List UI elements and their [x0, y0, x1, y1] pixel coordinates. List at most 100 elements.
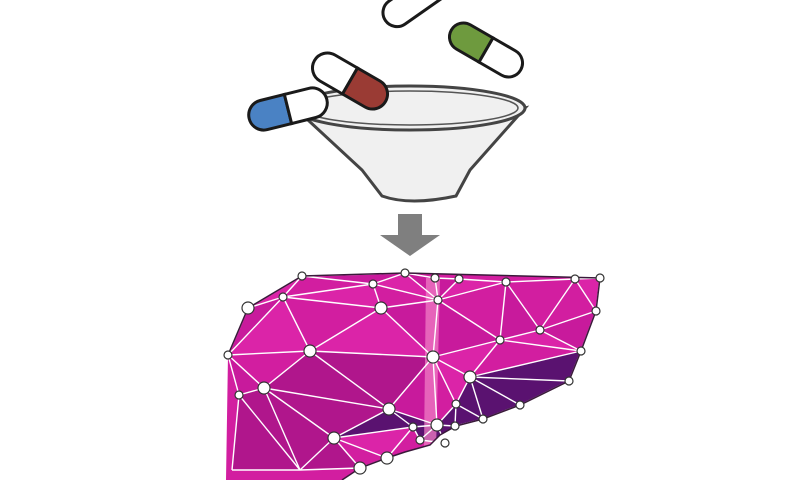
liver-mesh-node: [278, 292, 288, 302]
liver-facet: [435, 278, 459, 300]
liver-facet: [310, 308, 433, 357]
liver-mesh-edge: [499, 281, 507, 341]
liver-facet: [438, 279, 506, 300]
liver-mesh-edge: [432, 356, 457, 405]
liver-facet: [470, 377, 569, 405]
liver-mesh-edge: [372, 273, 406, 285]
capsule-red: [310, 51, 390, 111]
liver-facet: [239, 388, 300, 470]
capsule-blue: [247, 86, 329, 132]
liver-facet: [500, 282, 540, 340]
liver-facet: [264, 388, 389, 438]
liver-facet: [264, 351, 389, 409]
liver-mesh-node: [257, 381, 271, 395]
liver-facet: [540, 311, 596, 351]
liver-mesh-edge: [469, 376, 484, 420]
liver-mesh-node: [223, 350, 233, 360]
liver-mesh-node: [495, 335, 505, 345]
liver-mesh-edge: [499, 329, 541, 341]
liver-mesh-edge: [574, 278, 597, 312]
liver-mesh-edge: [539, 310, 597, 331]
liver-mesh-node: [515, 400, 525, 410]
liver-mesh-edge: [432, 299, 439, 358]
liver-mesh-edge: [380, 299, 439, 309]
liver-mesh-edge: [539, 329, 582, 352]
liver-mesh-edge: [301, 275, 374, 285]
liver-mesh-node: [374, 301, 388, 315]
liver-facet: [310, 351, 433, 409]
liver-mesh-node: [297, 271, 307, 281]
liver-mesh-edge: [231, 394, 240, 471]
liver-mesh-edge: [372, 283, 439, 301]
liver-mesh-node: [327, 431, 341, 445]
liver-mesh-edge: [505, 281, 541, 331]
liver-mesh-node: [353, 461, 367, 475]
liver-mesh-edge: [333, 408, 390, 439]
liver-mesh-edge: [432, 356, 471, 378]
capsule-top-partial: [381, 0, 449, 29]
down-arrow-icon: [380, 214, 440, 256]
liver-mesh-node: [430, 273, 440, 283]
liver-facet: [283, 297, 381, 351]
liver-facet: [433, 357, 456, 425]
liver-mesh-edge: [309, 350, 434, 358]
liver-mesh-node: [241, 301, 255, 315]
liver-mesh-node: [450, 421, 460, 431]
liver-mesh-node: [478, 414, 488, 424]
liver-facet: [470, 351, 581, 381]
liver-mesh-node: [433, 295, 443, 305]
liver-mesh-edge: [263, 350, 311, 389]
liver-mesh-edge: [309, 350, 390, 410]
liver-mesh-node: [576, 346, 586, 356]
liver-facet: [575, 278, 600, 311]
liver-facet: [470, 340, 581, 377]
liver-facet: [228, 355, 264, 395]
liver-mesh-edge: [309, 307, 382, 352]
funnel: [289, 84, 530, 203]
liver-mesh-edge: [437, 278, 460, 301]
liver-mesh-node: [463, 370, 477, 384]
liver-mesh-edge: [238, 394, 301, 471]
liver-mesh-edge: [282, 275, 303, 298]
liver-mesh-edge: [404, 273, 439, 301]
liver-facet: [456, 377, 483, 419]
liver-facet: [334, 438, 387, 468]
liver-facet: [506, 279, 575, 330]
funnel-rim: [293, 84, 527, 132]
liver-mesh-node: [303, 344, 317, 358]
liver-mesh-node: [426, 350, 440, 364]
liver-mesh-edge: [499, 339, 582, 352]
liver-mesh-edge: [539, 278, 576, 331]
liver-facet: [283, 276, 373, 297]
liver-mesh-node: [408, 422, 418, 432]
liver-facet: [540, 279, 596, 330]
liver-mesh-node: [430, 418, 444, 432]
liver-facet: [433, 340, 500, 377]
liver-facet: [433, 300, 500, 357]
liver-mesh-edge: [455, 403, 484, 420]
liver-mesh-node: [234, 390, 244, 400]
liver-mesh-node: [591, 306, 601, 316]
liver-facet: [283, 284, 381, 308]
liver-mesh-edge: [505, 278, 576, 283]
liver-mesh-edge: [282, 296, 311, 352]
liver-mesh-node: [440, 438, 450, 448]
liver-mesh-node: [382, 402, 396, 416]
liver-mesh-edge: [386, 426, 414, 459]
liver-mesh-edge: [263, 387, 335, 439]
liver-mesh-node: [380, 451, 394, 465]
liver-mesh: [223, 268, 605, 480]
liver-mesh-edge: [333, 437, 388, 459]
liver-mesh-edge: [227, 354, 265, 389]
liver-mesh-edge: [299, 437, 335, 471]
liver-mesh-edge: [469, 350, 582, 378]
liver-facet: [470, 377, 520, 419]
liver-mesh-node: [454, 274, 464, 284]
liver-mesh-edge: [263, 387, 390, 410]
capsule-green: [447, 21, 525, 79]
liver-facet: [300, 438, 360, 470]
liver-facet: [228, 351, 310, 388]
liver-mesh-edge: [388, 356, 434, 410]
liver-mesh-node: [564, 376, 574, 386]
liver-mesh-edge: [263, 387, 301, 471]
